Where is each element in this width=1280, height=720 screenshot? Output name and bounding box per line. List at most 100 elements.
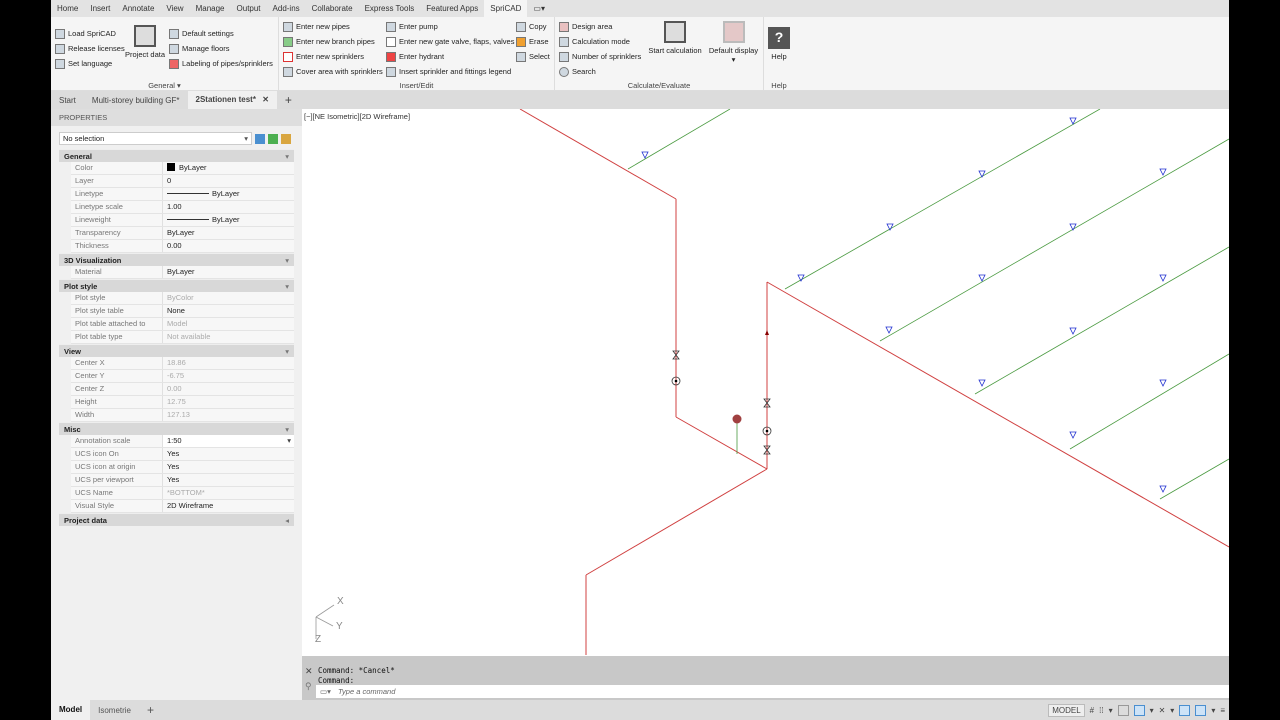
doc-tab-2stationen[interactable]: 2Stationen test* ✕ — [187, 91, 277, 109]
isodraft-icon[interactable]: ✕ — [1158, 705, 1166, 715]
category-plot[interactable]: Plot style — [59, 279, 294, 293]
category-view[interactable]: View — [59, 344, 294, 358]
property-value[interactable]: ByLayer — [163, 162, 294, 174]
select-objects-icon[interactable] — [268, 133, 278, 144]
branch-pipe[interactable] — [1069, 353, 1229, 450]
ortho-icon[interactable] — [1117, 704, 1129, 716]
tab-insert[interactable]: Insert — [90, 4, 111, 13]
calculation-mode-button[interactable]: Calculation mode — [559, 35, 630, 48]
property-value[interactable]: 2D Wireframe — [163, 500, 294, 512]
object-snap-icon[interactable] — [1195, 704, 1207, 716]
search-button[interactable]: Search — [559, 65, 596, 78]
property-row[interactable]: Center Y-6.75 — [71, 370, 294, 383]
close-icon[interactable]: ✕ — [262, 95, 269, 104]
property-value[interactable]: Not available — [163, 331, 294, 343]
tab-annotate[interactable]: Annotate — [122, 4, 155, 13]
gate-valve[interactable] — [672, 350, 680, 360]
add-layout-plus-icon[interactable]: + — [147, 703, 155, 717]
enter-branch-pipes-button[interactable]: Enter new branch pipes — [283, 35, 375, 48]
category-project[interactable]: Project data — [59, 513, 294, 527]
property-value[interactable]: 12.75 — [163, 396, 294, 408]
sprinkler[interactable] — [1069, 223, 1077, 231]
property-value[interactable]: *BOTTOM* — [163, 487, 294, 499]
gate-valve[interactable] — [763, 445, 771, 455]
property-value[interactable]: ByColor — [163, 292, 294, 304]
enter-hydrant-button[interactable]: Enter hydrant — [386, 50, 444, 63]
sprinkler[interactable] — [1069, 327, 1077, 335]
category-general[interactable]: General — [59, 149, 294, 163]
dropdown-icon[interactable]: ▾ — [1211, 705, 1216, 715]
enter-new-pipes-button[interactable]: Enter new pipes — [283, 20, 350, 33]
property-value[interactable]: Yes — [163, 448, 294, 460]
sprinkler[interactable] — [978, 274, 986, 282]
flow-switch[interactable] — [671, 376, 681, 386]
category-vis[interactable]: 3D Visualization — [59, 253, 294, 267]
model-space-button[interactable]: MODEL — [1048, 703, 1085, 717]
sprinkler[interactable] — [797, 274, 805, 282]
main-pipe[interactable] — [585, 468, 768, 576]
tab-output[interactable]: Output — [236, 4, 261, 13]
erase-button[interactable]: Erase — [516, 35, 549, 48]
property-value[interactable]: ByLayer — [163, 266, 294, 278]
polar-icon[interactable] — [1133, 704, 1145, 716]
tab-add-ins[interactable]: Add-ins — [272, 4, 300, 13]
property-value[interactable]: ByLayer — [163, 227, 294, 239]
manage-floors-button[interactable]: Manage floors — [169, 42, 230, 55]
main-pipe[interactable] — [519, 109, 677, 200]
set-language-button[interactable]: Set language — [55, 57, 112, 70]
property-value[interactable]: 127.13 — [163, 409, 294, 421]
flow-switch-dot[interactable] — [765, 429, 769, 433]
property-value[interactable]: 0 — [163, 175, 294, 187]
flow-switch-dot[interactable] — [674, 379, 678, 383]
design-area-button[interactable]: Design area — [559, 20, 612, 33]
ucs-y-axis[interactable] — [315, 616, 334, 627]
grid-icon[interactable]: # — [1089, 705, 1095, 715]
hydrant[interactable] — [732, 414, 742, 424]
property-row[interactable]: UCS Name*BOTTOM* — [71, 487, 294, 500]
copy-button[interactable]: Copy — [516, 20, 547, 33]
property-value[interactable]: Yes — [163, 474, 294, 486]
viewport-controls[interactable]: [−][NE Isometric][2D Wireframe] — [304, 112, 411, 121]
project-data-button[interactable]: Project data — [124, 25, 166, 59]
tab-featured-apps[interactable]: Featured Apps — [426, 4, 479, 13]
lineweight-icon[interactable]: ≡ — [1220, 705, 1225, 715]
tab-spricad[interactable]: SpriCAD — [484, 0, 528, 17]
insert-legend-button[interactable]: Insert sprinkler and fittings legend — [386, 65, 511, 78]
layout-tab-model[interactable]: Model — [51, 700, 91, 720]
sprinkler[interactable] — [1159, 485, 1167, 493]
workspace-dropdown-icon[interactable]: ▭▾ — [533, 4, 545, 13]
sprinkler[interactable] — [1159, 168, 1167, 176]
default-settings-button[interactable]: Default settings — [169, 27, 234, 40]
doc-tab-multi-storey[interactable]: Multi-storey building GF* — [91, 95, 180, 105]
property-value[interactable]: 1.00 — [163, 201, 294, 213]
cover-area-button[interactable]: Cover area with sprinklers — [283, 65, 383, 78]
sprinkler[interactable] — [978, 170, 986, 178]
property-value[interactable]: ByLayer — [163, 188, 294, 200]
layout-tab-isometrie[interactable]: Isometrie — [98, 705, 132, 715]
enter-valve-button[interactable]: Enter new gate valve, flaps, valves — [386, 35, 514, 48]
branch-pipe[interactable] — [1159, 458, 1229, 500]
tab-home[interactable]: Home — [57, 4, 79, 13]
main-pipe[interactable] — [675, 416, 768, 470]
gate-valve[interactable] — [763, 398, 771, 408]
select-button[interactable]: Select — [516, 50, 550, 63]
sprinkler[interactable] — [1159, 379, 1167, 387]
property-value[interactable]: ByLayer — [163, 214, 294, 226]
property-value[interactable]: Yes — [163, 461, 294, 473]
branch-pipe[interactable] — [627, 109, 731, 170]
sprinkler[interactable] — [641, 151, 649, 159]
branch-pipe[interactable] — [879, 138, 1229, 342]
